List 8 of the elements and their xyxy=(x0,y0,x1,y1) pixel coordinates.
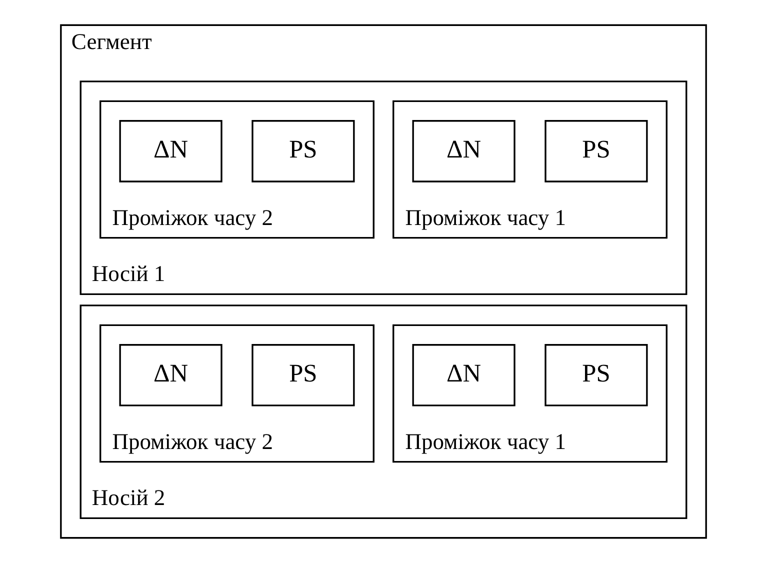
node-box: PS xyxy=(544,344,648,406)
node-box: ΔN xyxy=(119,120,222,182)
node-box: ΔN xyxy=(119,344,222,406)
node-box: PS xyxy=(544,120,648,182)
node-box: PS xyxy=(252,344,355,406)
node-box: PS xyxy=(252,120,355,182)
node-box: ΔN xyxy=(412,344,516,406)
node-box: ΔN xyxy=(412,120,516,182)
